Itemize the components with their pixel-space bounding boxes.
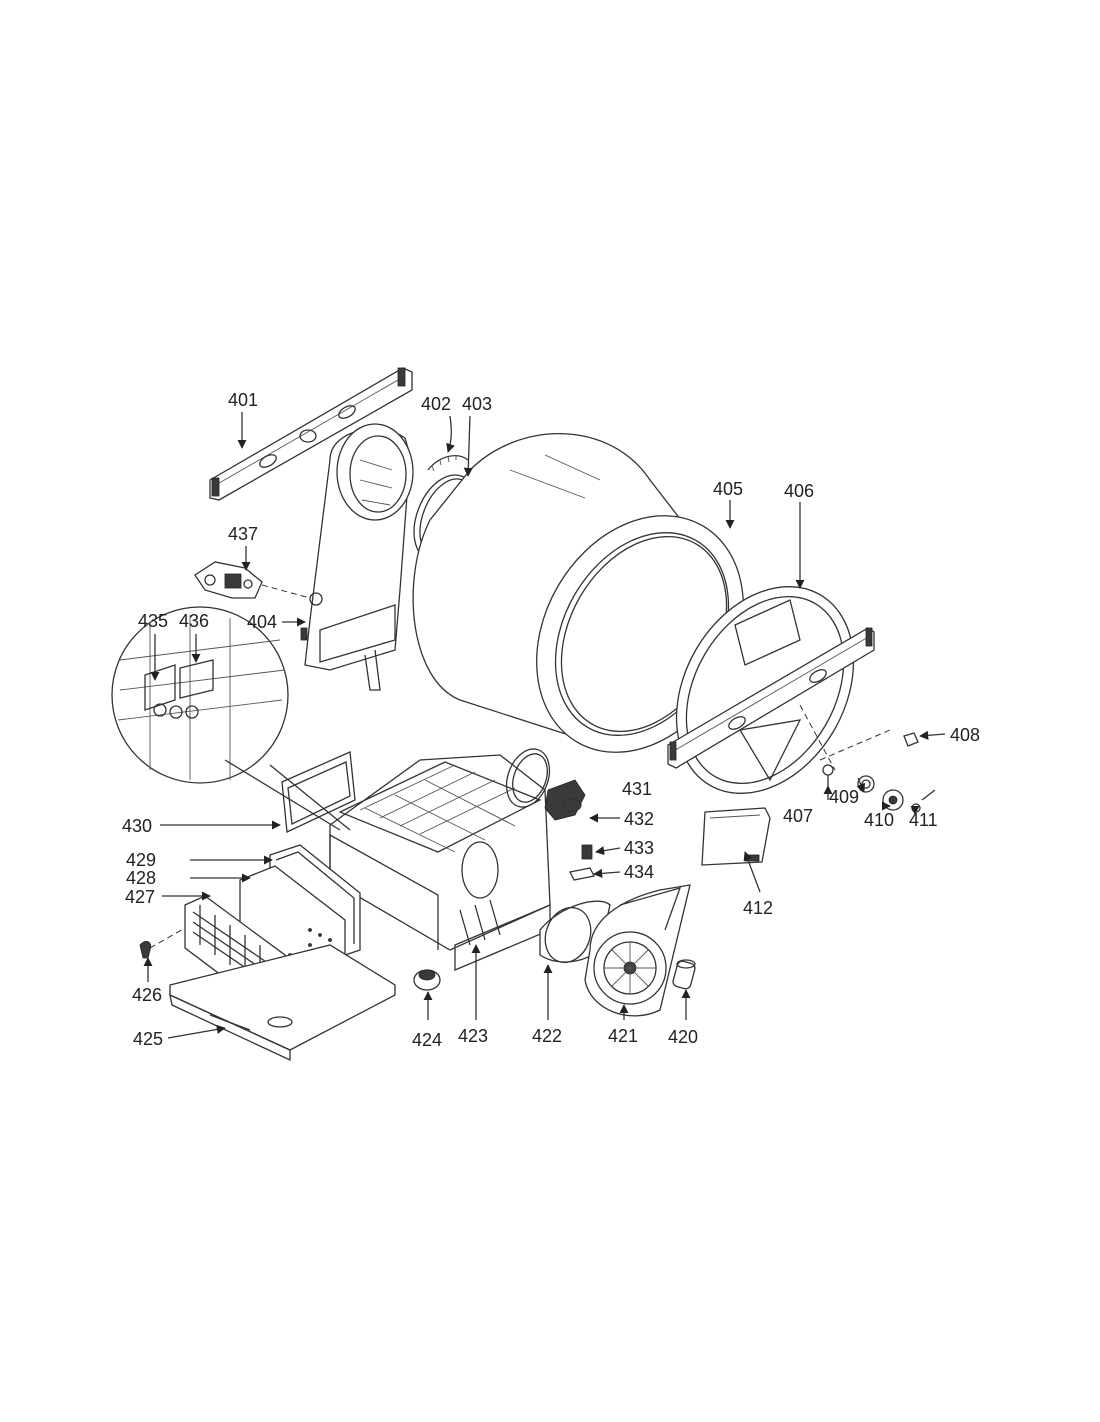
- label-409: 409: [829, 787, 859, 807]
- rail-bracket-401: [209, 367, 413, 501]
- label-406: 406: [784, 481, 814, 501]
- detail-inset-435-436: [111, 606, 351, 831]
- foot-424: [413, 969, 441, 991]
- label-410: 410: [864, 810, 894, 830]
- base-423: [329, 748, 551, 971]
- filter-box-412: [701, 807, 771, 866]
- label-428: 428: [126, 868, 156, 888]
- label-421: 421: [608, 1026, 638, 1046]
- label-402: 402: [421, 394, 451, 414]
- label-436: 436: [179, 611, 209, 631]
- label-411: 411: [909, 810, 938, 830]
- label-435: 435: [138, 611, 168, 631]
- label-401: 401: [228, 390, 258, 410]
- label-403: 403: [462, 394, 492, 414]
- component-437: [194, 561, 311, 599]
- water-drawer-425: [169, 944, 396, 1062]
- rear-duct-404: [300, 423, 414, 691]
- label-429: 429: [126, 850, 156, 870]
- label-434: 434: [624, 862, 654, 882]
- label-420: 420: [668, 1027, 698, 1047]
- fan-housing-421: [584, 884, 691, 1017]
- clip-426: [139, 927, 186, 959]
- label-430: 430: [122, 816, 152, 836]
- label-437: 437: [228, 524, 258, 544]
- label-412: 412: [743, 898, 773, 918]
- seal-frame-430: [281, 751, 356, 833]
- label-424: 424: [412, 1030, 442, 1050]
- label-407: 407: [783, 806, 813, 826]
- label-405: 405: [713, 479, 743, 499]
- label-408: 408: [950, 725, 980, 745]
- components-431-434: [544, 779, 595, 881]
- label-432: 432: [624, 809, 654, 829]
- hardware-407-411: [799, 704, 936, 813]
- label-426: 426: [132, 985, 162, 1005]
- label-425: 425: [133, 1029, 163, 1049]
- label-427: 427: [125, 887, 155, 907]
- label-433: 433: [624, 838, 654, 858]
- label-404: 404: [247, 612, 277, 632]
- seal-402: [427, 455, 469, 472]
- front-shield-406: [667, 586, 875, 794]
- label-431: 431: [622, 779, 652, 799]
- drum-405: [412, 433, 744, 753]
- label-423: 423: [458, 1026, 488, 1046]
- label-422: 422: [532, 1026, 562, 1046]
- part-labels: 401 402 403 404 405 406 407 408 409 410 …: [122, 390, 980, 1050]
- leader-lines: [143, 412, 946, 1039]
- capacitor-420: [672, 959, 696, 990]
